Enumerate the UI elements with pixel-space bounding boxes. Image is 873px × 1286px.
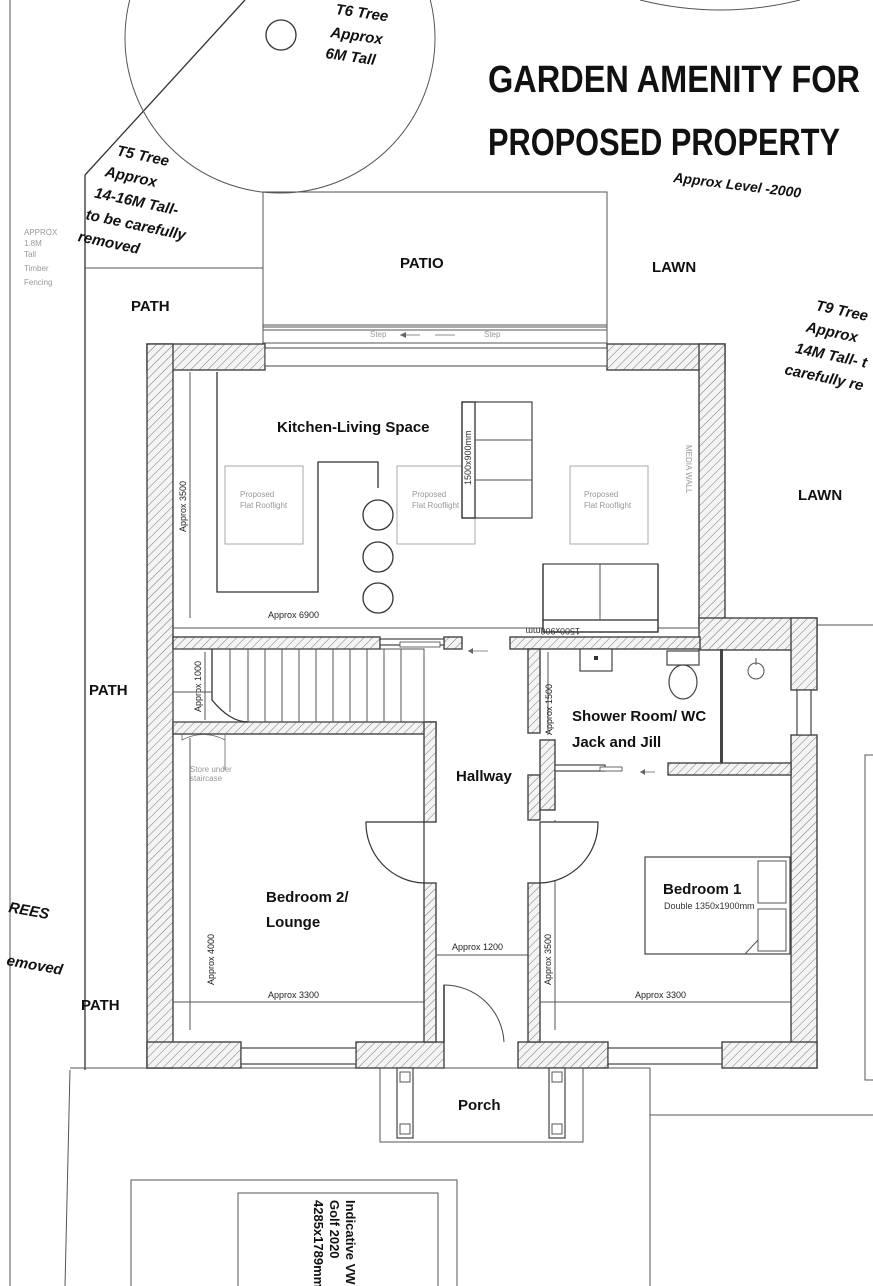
dim-bed1-width: Approx 3300	[635, 990, 686, 1000]
drawing-title: GARDEN AMENITY FOR PROPOSED PROPERTY App…	[488, 59, 860, 201]
bar-stool-2	[362, 541, 394, 573]
rooflight-2-a: Proposed	[412, 490, 446, 499]
sofa-1: 1500x900mm	[461, 401, 533, 519]
rooflight-3-b: Flat Rooflight	[584, 501, 632, 510]
dim-kitchen-width: Approx 6900	[268, 610, 319, 620]
bar-stool-3	[362, 582, 394, 614]
step-left: Step	[370, 330, 387, 339]
dim-bed1-height: Approx 3500	[543, 934, 553, 985]
title-line-2: PROPOSED PROPERTY	[488, 122, 840, 164]
dim-bed2-width: Approx 3300	[268, 990, 319, 1000]
toilet-cistern	[666, 650, 700, 666]
tree-t5-label: T5 Tree Approx 14-16M Tall- to be carefu…	[77, 142, 188, 258]
rooflight-3	[569, 465, 649, 545]
dim-stair: Approx 1000	[193, 661, 203, 712]
kitchen-fixtures: Proposed Flat Rooflight Proposed Flat Ro…	[216, 372, 693, 636]
front-door	[443, 984, 505, 1043]
path-mid: PATH	[89, 682, 128, 699]
shower-fixtures	[547, 648, 765, 775]
sofa-2: 1500x900mm	[525, 563, 659, 636]
dim-hall-width: Approx 1200	[452, 942, 503, 952]
toilet-bowl	[668, 664, 698, 700]
t5-label-1: T5 Tree	[115, 142, 170, 170]
room-bed2-2: Lounge	[266, 914, 320, 931]
car-line-1: Indicative VW	[343, 1200, 358, 1285]
internal-walls	[172, 636, 792, 1043]
fencing-3: Tall	[24, 250, 36, 259]
room-bed1: Bedroom 1	[663, 881, 741, 898]
room-shower-1: Shower Room/ WC	[572, 708, 706, 725]
rooflight-3-a: Proposed	[584, 490, 618, 499]
fencing-note: APPROX 1.8M Tall Timber Fencing	[24, 228, 58, 287]
double-bed	[644, 856, 791, 955]
store-2: staircase	[190, 774, 223, 783]
kitchen-doors	[379, 638, 488, 654]
fencing-5: Fencing	[24, 278, 52, 287]
patio: PATIO Step Step	[262, 191, 608, 344]
fencing-2: 1.8M	[24, 239, 42, 248]
room-shower-2: Jack and Jill	[572, 734, 661, 751]
fencing-4: Timber	[24, 264, 49, 273]
room-bed2-1: Bedroom 2/	[266, 889, 349, 906]
porch-label: Porch	[458, 1097, 501, 1114]
media-wall: MEDIA WALL	[684, 445, 693, 494]
t6-label-3: 6M Tall	[324, 45, 377, 69]
porch: Porch	[379, 1067, 584, 1143]
lawn-right: LAWN	[798, 487, 842, 504]
store-1: Store under	[190, 765, 232, 774]
rooflight-1-b: Flat Rooflight	[240, 501, 288, 510]
lawn-top: LAWN	[652, 259, 696, 276]
rooflight-1-a: Proposed	[240, 490, 274, 499]
room-hallway: Hallway	[456, 768, 513, 785]
rooflight-1	[224, 465, 304, 545]
t6-label-1: T6 Tree	[334, 1, 389, 25]
rooflight-2-b: Flat Rooflight	[412, 501, 460, 510]
t9-label-1: T9 Tree	[814, 297, 869, 325]
tree-t6: T6 Tree Approx 6M Tall	[124, 0, 801, 194]
sofa-1-size: 1500x900mm	[463, 430, 473, 485]
trees-left-2: emoved	[5, 952, 65, 979]
room-kitchen: Kitchen-Living Space	[277, 419, 430, 436]
car-line-2: Golf 2020	[327, 1200, 342, 1259]
staircase	[172, 648, 425, 723]
path-bottom: PATH	[81, 997, 120, 1014]
bedroom-doors	[365, 821, 599, 884]
car-bay: Indicative VW Golf 2020 4285x1789mm	[130, 1179, 458, 1286]
store-door: Store under staircase	[181, 734, 232, 783]
trees-left-label: REES emoved	[5, 899, 65, 979]
sofa-2-size: 1500x900mm	[525, 626, 580, 636]
shower-drain	[747, 662, 765, 680]
patio-label: PATIO	[400, 255, 444, 272]
dim-bed2-height: Approx 4000	[206, 934, 216, 985]
dimension-lines: Approx 3500 Approx 6900 Approx 1000 Appr…	[173, 372, 791, 1030]
bar-stool-1	[362, 499, 394, 531]
trees-left-1: REES	[7, 899, 50, 923]
step-right: Step	[484, 330, 501, 339]
dim-kitchen-height: Approx 3500	[178, 481, 188, 532]
room-bed1-note: Double 1350x1900mm	[664, 901, 755, 911]
external-walls	[146, 343, 818, 1069]
title-line-1: GARDEN AMENITY FOR	[488, 59, 860, 101]
tree-t9-label: T9 Tree Approx 14M Tall- t carefully re	[783, 297, 869, 394]
car-line-3: 4285x1789mm	[311, 1200, 326, 1286]
fencing-1: APPROX	[24, 228, 58, 237]
path-top: PATH	[131, 298, 170, 315]
t6-label-2: Approx	[328, 24, 384, 48]
title-level: Approx Level -2000	[672, 169, 803, 201]
dim-hall-1500: Approx 1500	[544, 684, 554, 735]
